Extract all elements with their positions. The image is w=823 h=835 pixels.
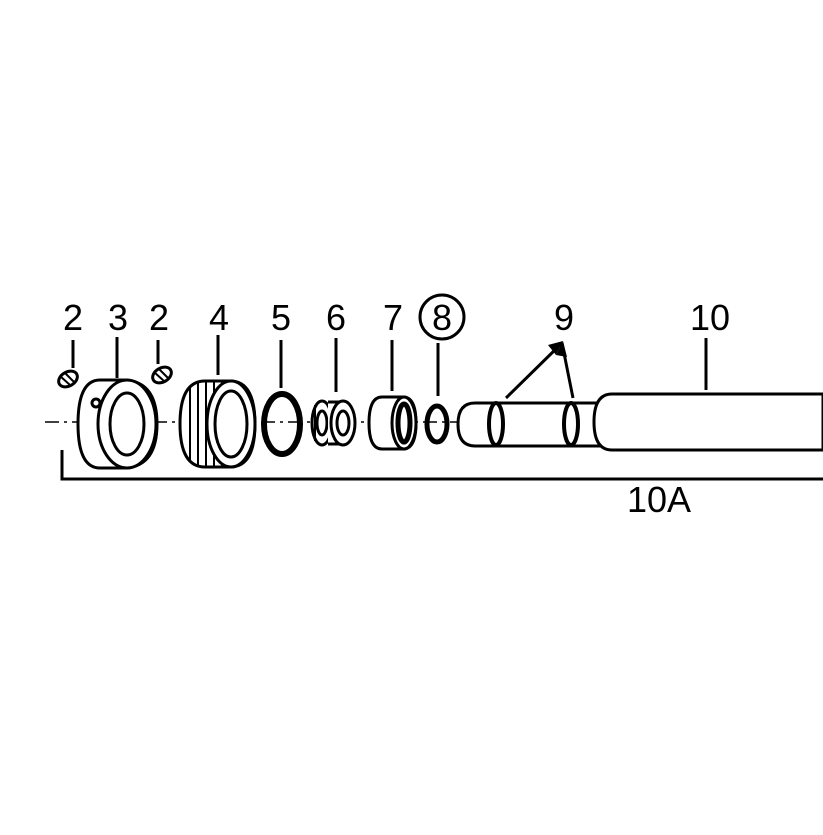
callout-2a: 2	[63, 297, 83, 338]
shaft	[456, 392, 823, 452]
callout-10: 10	[690, 297, 730, 338]
assembly-bracket	[60, 450, 823, 481]
bushing	[367, 395, 418, 451]
callout-3: 3	[108, 297, 128, 338]
packing-set	[310, 399, 357, 447]
callout-4: 4	[209, 297, 229, 338]
callout-7: 7	[383, 297, 403, 338]
set-screw-left	[57, 369, 79, 389]
collar	[76, 378, 159, 470]
o-ring-large	[261, 391, 303, 457]
callout-2b: 2	[149, 297, 169, 338]
leader-9	[504, 341, 575, 400]
assembly-label: 10A	[627, 479, 691, 520]
o-ring-small	[424, 403, 450, 445]
callout-9: 9	[554, 297, 574, 338]
callout-8: 8	[432, 297, 452, 338]
set-screw-right	[151, 365, 173, 385]
callout-6: 6	[326, 297, 346, 338]
callout-5: 5	[271, 297, 291, 338]
knurled-nut	[178, 379, 257, 469]
callout-8-circle	[418, 293, 466, 341]
